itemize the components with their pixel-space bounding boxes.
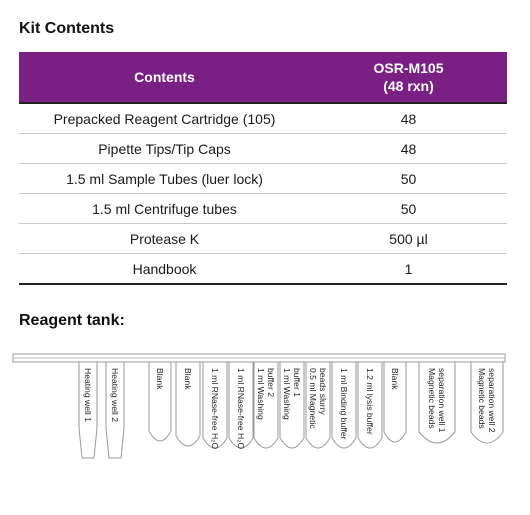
header-product-code: OSR-M105 <box>373 60 444 76</box>
table-row: Prepacked Reagent Cartridge (105) 48 <box>19 102 507 134</box>
well-label: Heating well 1 <box>83 368 93 422</box>
well-label: beads slurry <box>318 368 328 416</box>
well-outline <box>105 361 125 459</box>
well-label: 0.5 ml Magnetic <box>308 368 318 429</box>
row-qty: 50 <box>310 193 507 224</box>
well-label: 1 ml Washing <box>282 368 292 420</box>
reagent-well: 1 ml RNase-free H₂O <box>202 361 228 449</box>
well-outline <box>253 361 279 449</box>
reagent-well: 1 ml RNase-free H₂O <box>228 361 254 449</box>
reagent-well: Blank <box>175 361 201 447</box>
well-outline <box>305 361 331 449</box>
well-outline <box>383 361 407 443</box>
well-group: Heating well 1 Heating well 2 Blank Blank 1 … <box>78 361 504 459</box>
well-label: Magnetic beads <box>477 368 487 429</box>
well-label: separation well 1 <box>437 368 447 433</box>
reagent-well: 1 ml Binding buffer <box>331 361 357 449</box>
row-qty: 50 <box>310 163 507 194</box>
well-label: Heating well 2 <box>110 368 120 422</box>
kit-contents-heading: Kit Contents <box>19 20 115 37</box>
row-qty: 48 <box>310 102 507 134</box>
reagent-tank-heading: Reagent tank: <box>19 312 125 329</box>
header-contents: Contents <box>19 52 310 103</box>
well-label: Blank <box>390 368 400 390</box>
well-label: 1 ml Binding buffer <box>339 368 349 440</box>
reagent-well: Blank <box>148 361 172 442</box>
well-outline <box>470 361 504 444</box>
reagent-well: Heating well 1 <box>78 361 98 459</box>
row-item: 1.5 ml Centrifuge tubes <box>19 193 310 224</box>
header-product: OSR-M105 (48 rxn) <box>310 52 507 103</box>
well-label: buffer 1 <box>292 368 302 397</box>
kit-contents-table: Contents OSR-M105 (48 rxn) Prepacked Rea… <box>19 52 507 285</box>
well-label: Magnetic beads <box>427 368 437 429</box>
well-label: Blank <box>155 368 165 390</box>
table-row: Handbook 1 <box>19 253 507 285</box>
row-item: Prepacked Reagent Cartridge (105) <box>19 102 310 134</box>
row-item: Handbook <box>19 253 310 285</box>
well-label: Blank <box>183 368 193 390</box>
table-row: Pipette Tips/Tip Caps 48 <box>19 133 507 164</box>
table-header-row: Contents OSR-M105 (48 rxn) <box>19 52 507 103</box>
row-qty: 1 <box>310 253 507 285</box>
well-outline <box>331 361 357 449</box>
reagent-well: Heating well 2 <box>105 361 125 459</box>
reagent-well: 1.2 ml lysis buffer <box>357 361 383 449</box>
row-item: Pipette Tips/Tip Caps <box>19 133 310 164</box>
well-outline <box>418 361 456 444</box>
well-outline <box>279 361 305 449</box>
row-qty: 500 µl <box>310 223 507 254</box>
well-outline <box>228 361 254 449</box>
table-row: 1.5 ml Centrifuge tubes 50 <box>19 193 507 224</box>
well-label: 1 ml Washing <box>256 368 266 420</box>
well-label: separation well 2 <box>487 368 497 433</box>
header-reaction-count: (48 rxn) <box>383 78 434 94</box>
row-qty: 48 <box>310 133 507 164</box>
reagent-well: Blank <box>383 361 407 443</box>
well-outline <box>202 361 228 449</box>
reagent-tank-diagram: Heating well 1 Heating well 2 Blank Blank 1 … <box>12 353 506 459</box>
well-outline <box>175 361 201 447</box>
row-item: 1.5 ml Sample Tubes (luer lock) <box>19 163 310 194</box>
row-item: Protease K <box>19 223 310 254</box>
well-outline <box>148 361 172 442</box>
table-row: 1.5 ml Sample Tubes (luer lock) 50 <box>19 163 507 194</box>
well-label: 1.2 ml lysis buffer <box>365 368 375 435</box>
well-label: 1 ml RNase-free H₂O <box>210 368 220 449</box>
well-label: 1 ml RNase-free H₂O <box>236 368 246 449</box>
well-outline <box>357 361 383 449</box>
well-label: buffer 2 <box>266 368 276 397</box>
table-row: Protease K 500 µl <box>19 223 507 254</box>
well-outline <box>78 361 98 459</box>
